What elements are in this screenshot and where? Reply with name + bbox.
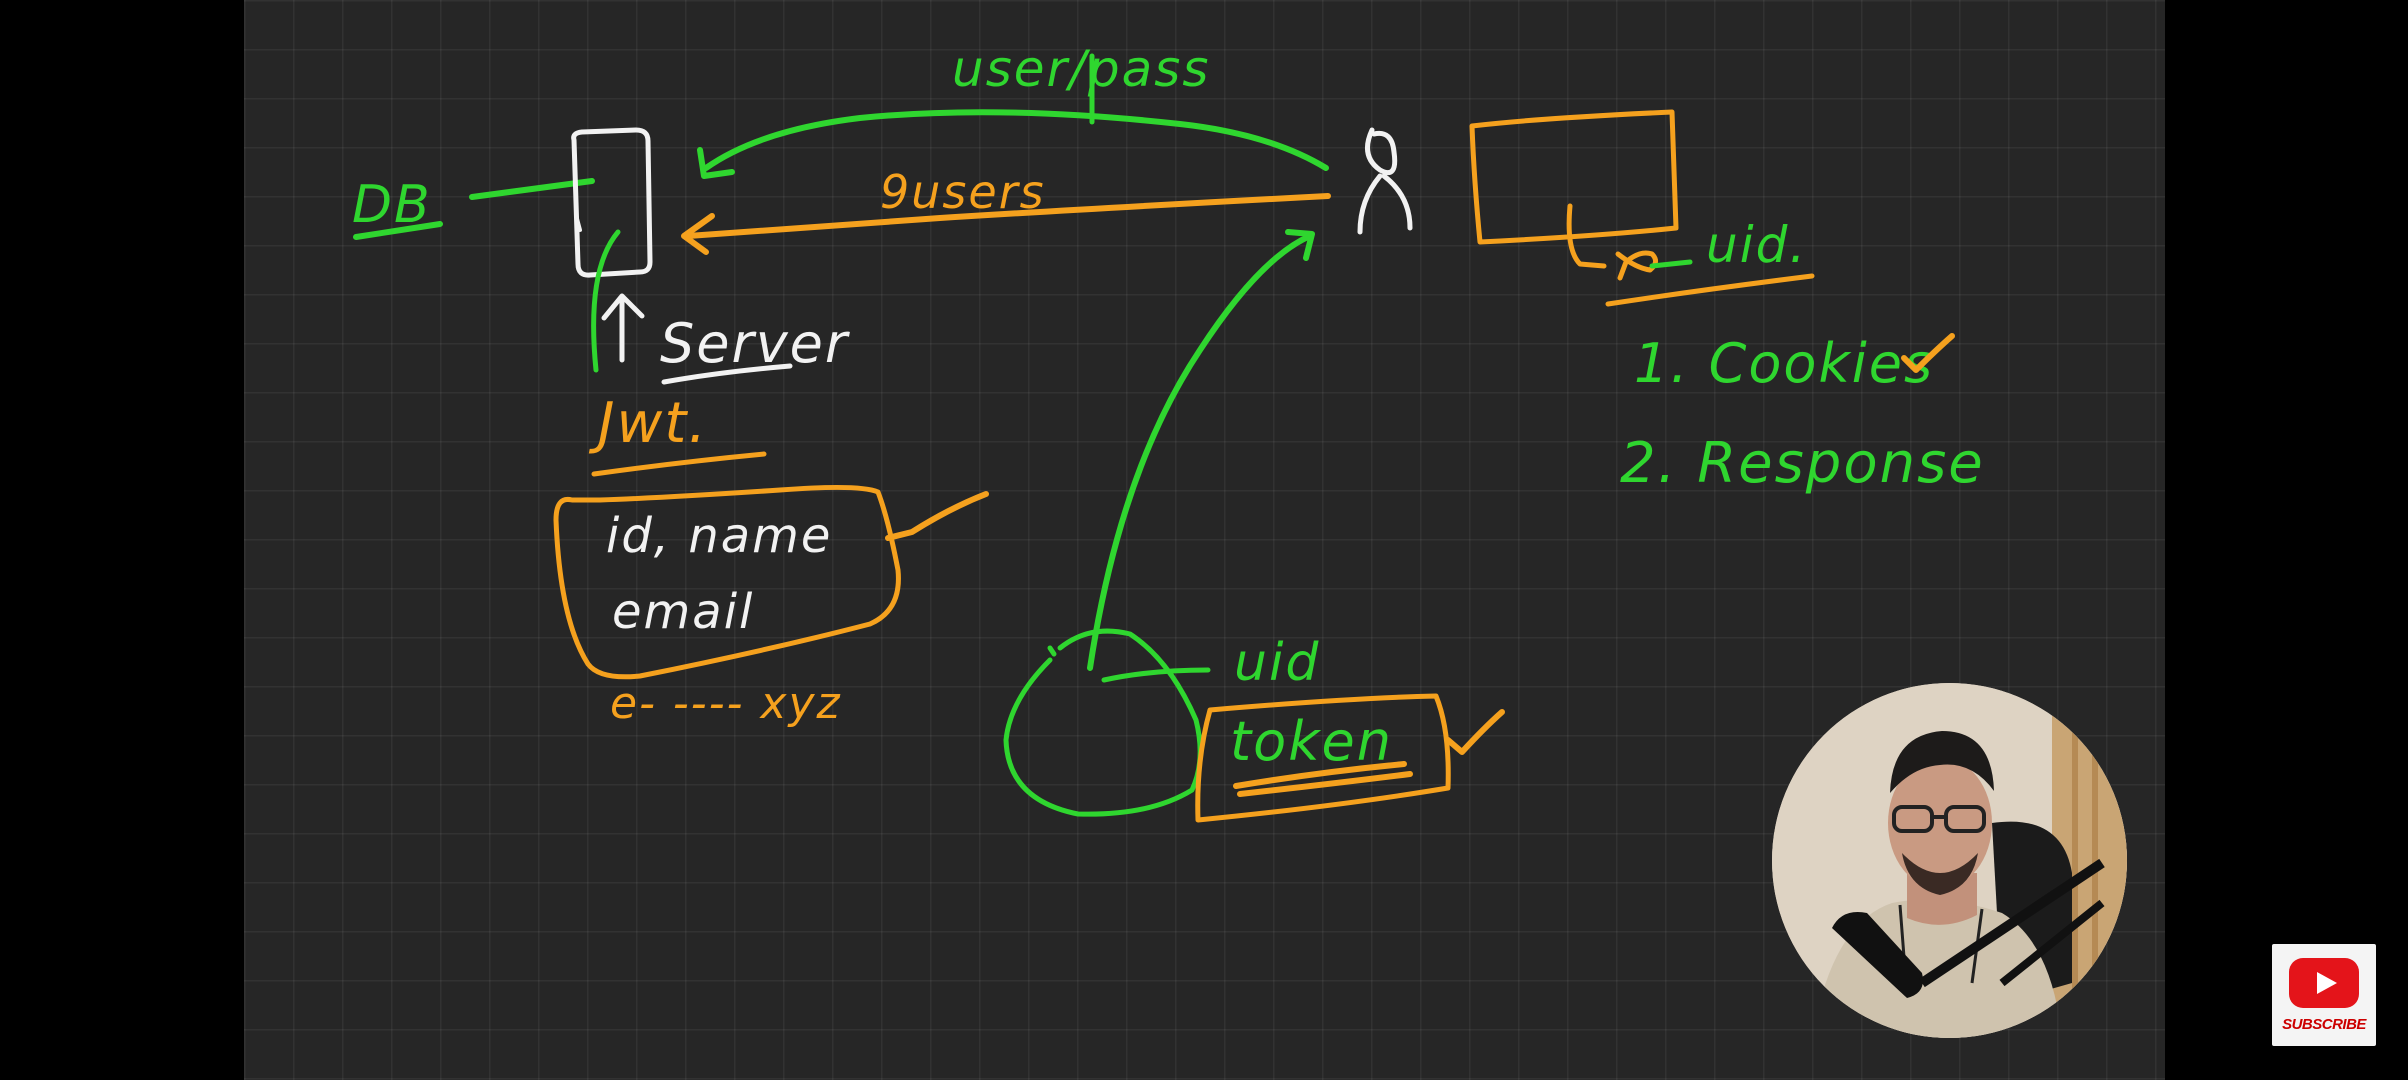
client-box	[1469, 109, 1679, 245]
user-figure	[1357, 127, 1413, 235]
user-pass-label: user/pass	[952, 40, 1210, 98]
presenter-webcam	[1772, 683, 2127, 1038]
email-label: email	[612, 584, 754, 640]
id-name-label: id, name	[606, 508, 832, 564]
signature-label: e- ---- xyz	[610, 678, 842, 729]
youtube-play-icon	[2289, 957, 2359, 1008]
token-check-icon	[1445, 709, 1505, 755]
token-box	[1195, 693, 1451, 823]
jwt-label: Jwt.	[588, 391, 708, 456]
users-label: 9users	[880, 165, 1046, 219]
uid-top-label: uid.	[1706, 216, 1807, 274]
response-label: 2. Response	[1620, 431, 1985, 496]
subscribe-button[interactable]: SUBSCRIBE	[2272, 944, 2376, 1046]
presenter-image	[1772, 683, 2127, 1038]
cookies-check-icon	[1901, 333, 1955, 373]
payload-check-icon	[885, 491, 989, 541]
whiteboard-canvas	[244, 0, 2165, 1080]
uid-bottom-label: uid	[1234, 633, 1320, 693]
token-label: token	[1230, 710, 1393, 773]
subscribe-label: SUBSCRIBE	[2282, 1015, 2366, 1033]
cookies-label: 1. Cookies	[1634, 332, 1934, 395]
server-label: Server	[660, 312, 850, 375]
server-box	[571, 127, 653, 278]
jwt-payload-box	[553, 484, 901, 680]
token-circle	[1003, 628, 1203, 817]
